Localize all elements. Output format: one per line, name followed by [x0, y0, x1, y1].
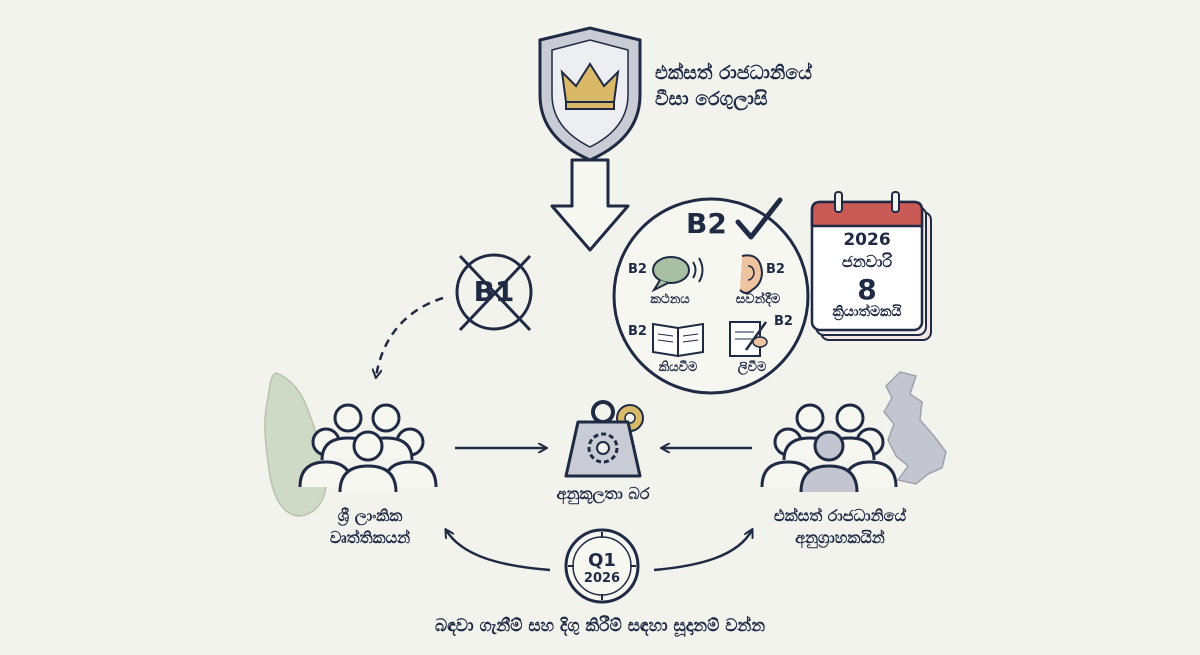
footer-text: බඳවා ගැනීම් සහ දිගු කිරීම් සඳහා සූදානම් …: [434, 616, 766, 636]
reading-level: B2: [628, 324, 647, 339]
left-group-line-2: වෘත්තිකයන්: [329, 528, 411, 547]
title-line-1: එක්සත් රාජධානියේ: [655, 62, 812, 84]
title-line-2: වීසා රෙගුලාසි: [655, 88, 768, 110]
curved-arrow-left: [446, 530, 551, 572]
down-arrow-icon: [550, 158, 630, 252]
b1-crossed-icon: [455, 253, 533, 332]
calendar-caption: ක්‍රියාත්මකයි: [832, 304, 902, 320]
weight-label: අනුකූලතා බර: [556, 484, 650, 503]
left-group-line-1: ශ්‍රී ලාංකික: [337, 506, 403, 525]
sri-lankan-professionals-icon: [298, 403, 438, 493]
clock-year: 2026: [583, 571, 621, 586]
calendar-year: 2026: [843, 230, 891, 250]
book-icon: [652, 322, 704, 358]
uk-sponsors-icon: [760, 403, 898, 493]
calendar-month: ජනවාරි: [841, 252, 893, 271]
calendar-day: 8: [857, 273, 877, 306]
listening-level: B2: [766, 262, 785, 277]
clock-icon: [564, 528, 640, 604]
dashed-arrow: [376, 296, 444, 377]
writing-label: ලිවීම: [737, 360, 767, 375]
reading-label: කියවීම: [658, 360, 698, 375]
right-group-line-2: අනුග්‍රාහකයින්: [795, 528, 885, 547]
listening-label: සවන්දීම: [735, 292, 781, 307]
speaking-level: B2: [628, 262, 647, 277]
writing-level: B2: [774, 314, 793, 329]
b1-label: B1: [473, 275, 515, 308]
calendar-icon: [810, 191, 932, 341]
check-icon: [735, 197, 783, 240]
curved-arrow-right: [653, 530, 752, 572]
speech-icon: [651, 256, 704, 293]
speaking-label: කථනය: [650, 292, 690, 307]
uk-map-icon: [883, 371, 947, 485]
gear-icon: [587, 432, 619, 464]
writing-icon: [729, 321, 768, 357]
b2-title: B2: [686, 207, 727, 240]
ear-icon: [739, 254, 764, 294]
crown-icon: [560, 62, 620, 110]
clock-quarter: Q1: [588, 550, 616, 571]
right-group-line-1: එක්සත් රාජධානියේ: [773, 506, 907, 525]
